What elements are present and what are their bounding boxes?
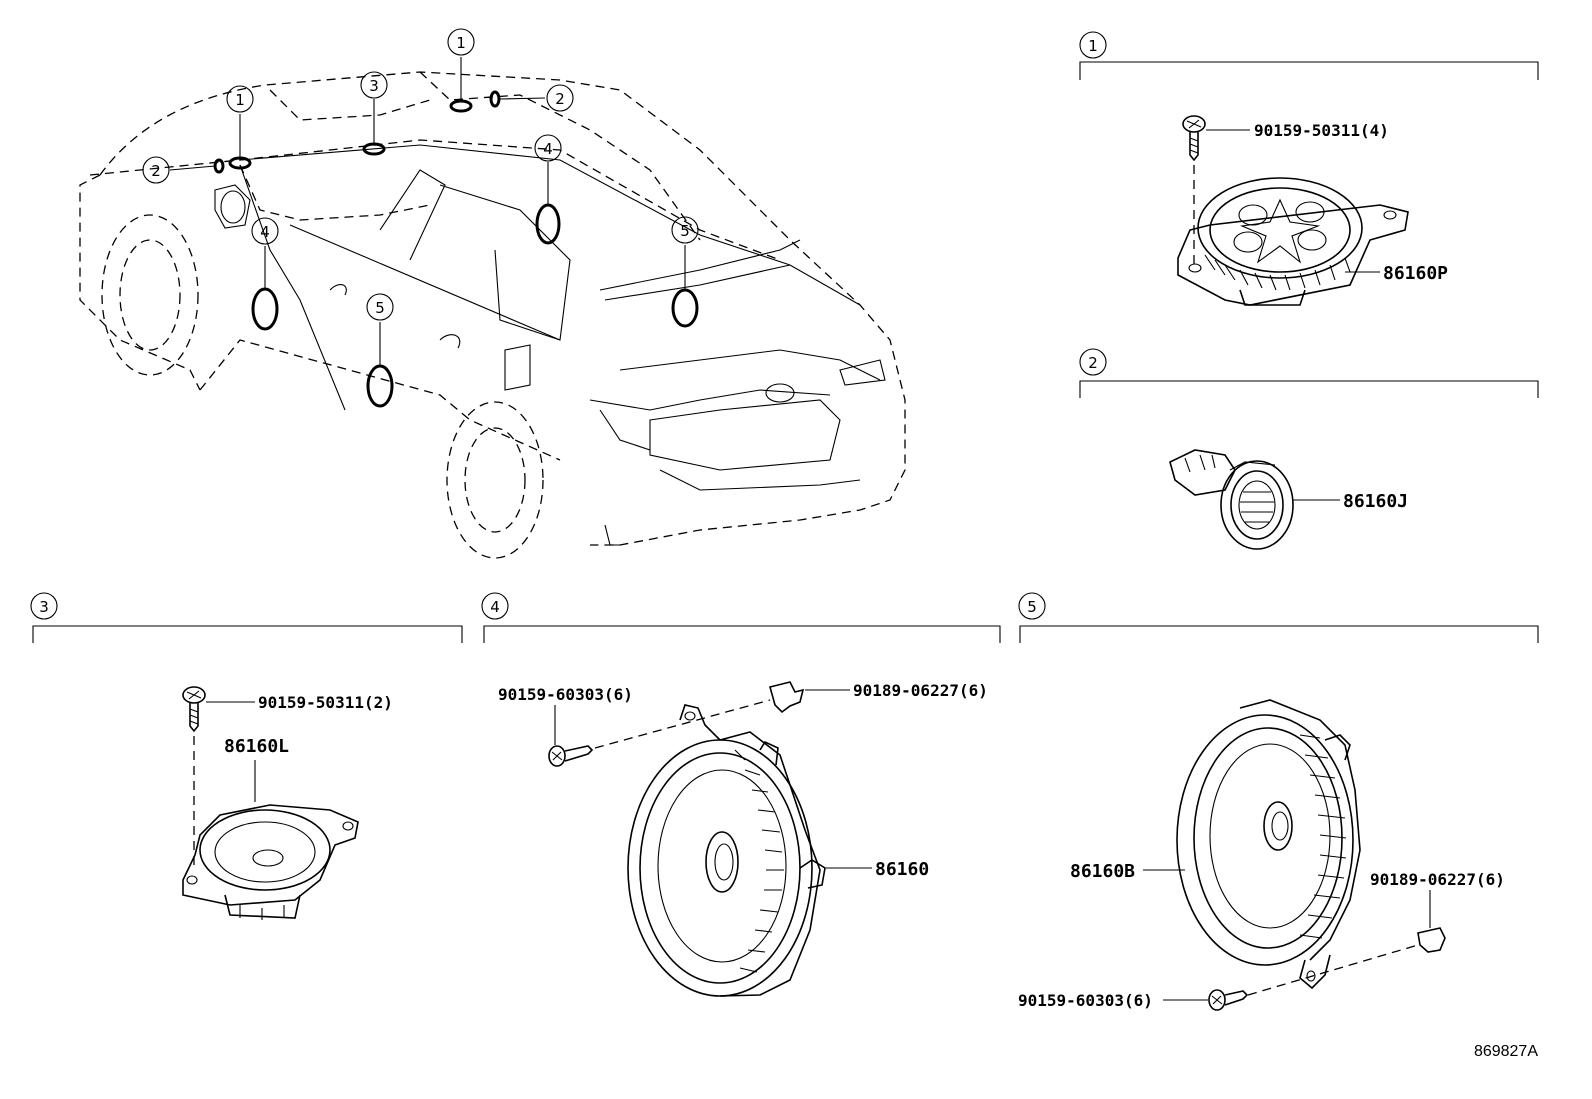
- screw-icon: [1208, 989, 1249, 1011]
- speaker-86160J-illustration: [1169, 449, 1294, 550]
- clip-icon: [1417, 927, 1446, 953]
- section-3: 3 90159-50311(2) 86160L: [30, 592, 463, 920]
- section-3-number: 3: [39, 598, 49, 616]
- screw-icon: [182, 686, 206, 733]
- screw-icon: [1182, 115, 1206, 162]
- section-5: 5 86160B 90189-06227(6) 90159-60303: [1018, 592, 1539, 1011]
- section-4: 4 90159-60303(6) 90189-06227(6): [481, 592, 1001, 997]
- part-90189-06227-6-s5: 90189-06227(6): [1370, 870, 1505, 889]
- speaker-86160L-illustration: [182, 804, 359, 920]
- part-86160P: 86160P: [1383, 263, 1448, 284]
- vehicle-callout-leaders: [169, 57, 686, 366]
- section-1-number: 1: [1088, 37, 1098, 55]
- vehicle-illustration: [79, 71, 906, 559]
- part-90159-50311-4: 90159-50311(4): [1254, 121, 1389, 140]
- part-90159-50311-2: 90159-50311(2): [258, 693, 393, 712]
- section-2: 2 86160J: [1079, 348, 1539, 550]
- part-90159-60303-6-s4: 90159-60303(6): [498, 685, 633, 704]
- clip-icon: [769, 681, 805, 714]
- part-90189-06227-6-s4: 90189-06227(6): [853, 681, 988, 700]
- part-86160J: 86160J: [1343, 491, 1408, 512]
- speaker-86160B-illustration: [1176, 699, 1361, 990]
- screw-icon: [548, 745, 594, 767]
- callout-1-center: 1: [456, 34, 466, 52]
- callout-4-front: 4: [260, 223, 270, 241]
- callout-3: 3: [369, 77, 379, 95]
- section-2-number: 2: [1088, 354, 1098, 372]
- section-1: 1 90159-50311(4) 86160P: [1079, 31, 1539, 306]
- vehicle-speaker-locations: [213, 90, 699, 408]
- callout-2-front: 2: [151, 162, 161, 180]
- part-86160B: 86160B: [1070, 861, 1135, 882]
- section-4-number: 4: [490, 598, 500, 616]
- part-90159-60303-6-s5: 90159-60303(6): [1018, 991, 1153, 1010]
- callout-5-front: 5: [375, 299, 385, 317]
- callout-5-rear: 5: [680, 222, 690, 240]
- diagram-reference-code: 869827A: [1474, 1043, 1538, 1060]
- part-86160: 86160: [875, 859, 929, 880]
- section-5-number: 5: [1027, 598, 1037, 616]
- callout-1-front: 1: [235, 91, 245, 109]
- speaker-86160P-illustration: [1177, 177, 1409, 306]
- callout-2-rear: 2: [555, 90, 565, 108]
- speaker-86160-illustration: [627, 704, 826, 997]
- callout-4-rear: 4: [543, 140, 553, 158]
- vehicle-callouts: 1 1 2 2 3 4 4 5 5: [142, 28, 699, 321]
- part-86160L: 86160L: [224, 736, 289, 757]
